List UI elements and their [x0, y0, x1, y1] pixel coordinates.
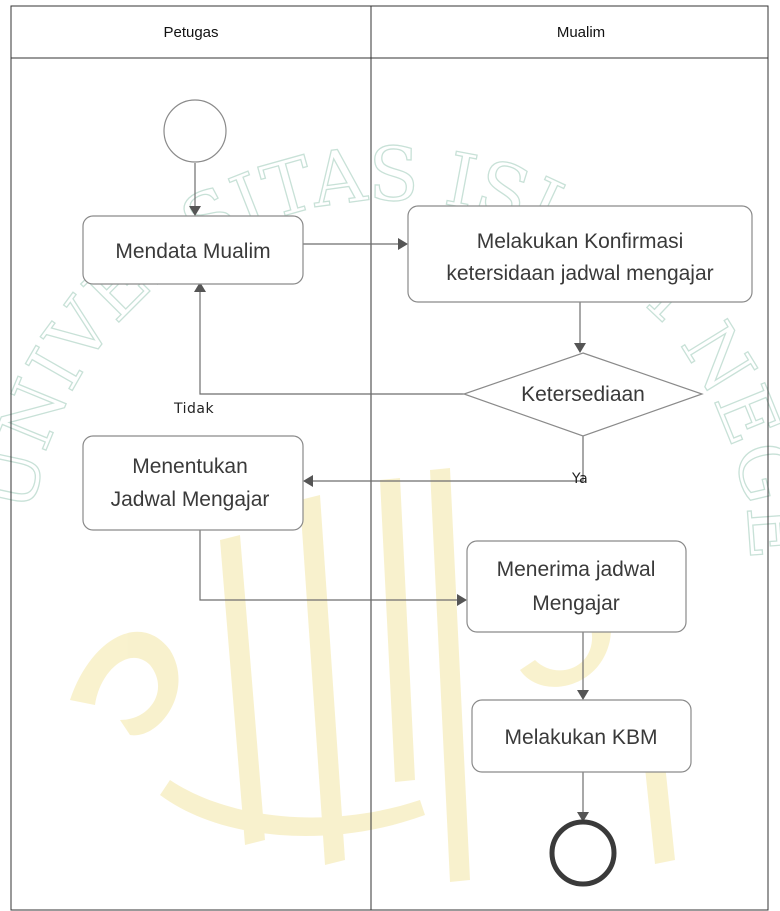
edge-konfirmasi-to-ketersediaan	[574, 302, 586, 353]
activity-menentukan-jadwal-label-1: Menentukan	[132, 455, 248, 478]
activity-menerima-jadwal-label-1: Menerima jadwal	[497, 558, 656, 581]
edge-menentukan-to-menerima	[199, 530, 467, 606]
edge-kbm-to-end	[577, 772, 589, 822]
edge-start-to-mendata	[189, 163, 201, 216]
decision-ketersediaan: Ketersediaan	[462, 352, 704, 437]
edge-label-tidak: Tidak	[173, 401, 214, 417]
activity-melakukan-konfirmasi-label-2: ketersidaan jadwal mengajar	[446, 262, 713, 285]
activity-menerima-jadwal-label-2: Mengajar	[532, 592, 620, 615]
activity-mendata-mualim: Mendata Mualim	[82, 215, 304, 285]
start-node	[163, 99, 227, 163]
activity-mendata-mualim-label: Mendata Mualim	[115, 240, 270, 263]
activity-menentukan-jadwal-label-2: Jadwal Mengajar	[111, 488, 270, 511]
activity-melakukan-kbm-label: Melakukan KBM	[505, 726, 658, 749]
swimlane-title-petugas: Petugas	[163, 24, 218, 41]
activity-melakukan-konfirmasi-label-1: Melakukan Konfirmasi	[477, 230, 684, 253]
swimlane-title-mualim: Mualim	[557, 24, 605, 41]
decision-ketersediaan-label: Ketersediaan	[521, 383, 645, 406]
edge-ketersediaan-tidak-to-mendata	[194, 282, 464, 395]
activity-melakukan-kbm: Melakukan KBM	[471, 699, 692, 773]
swimlane-frame: Petugas Mualim	[10, 5, 769, 911]
edge-label-ya: Ya	[571, 471, 588, 487]
edge-menerima-to-kbm	[577, 632, 589, 700]
activity-melakukan-konfirmasi: Melakukan Konfirmasi ketersidaan jadwal …	[407, 205, 753, 303]
edge-mendata-to-konfirmasi	[303, 238, 408, 250]
swimlane-border	[10, 5, 769, 911]
activity-menerima-jadwal: Menerima jadwal Mengajar	[466, 540, 687, 633]
edge-ketersediaan-ya-to-menentukan	[303, 436, 584, 487]
end-node	[549, 819, 617, 887]
activity-menentukan-jadwal: Menentukan Jadwal Mengajar	[82, 435, 304, 531]
edges	[189, 163, 589, 822]
